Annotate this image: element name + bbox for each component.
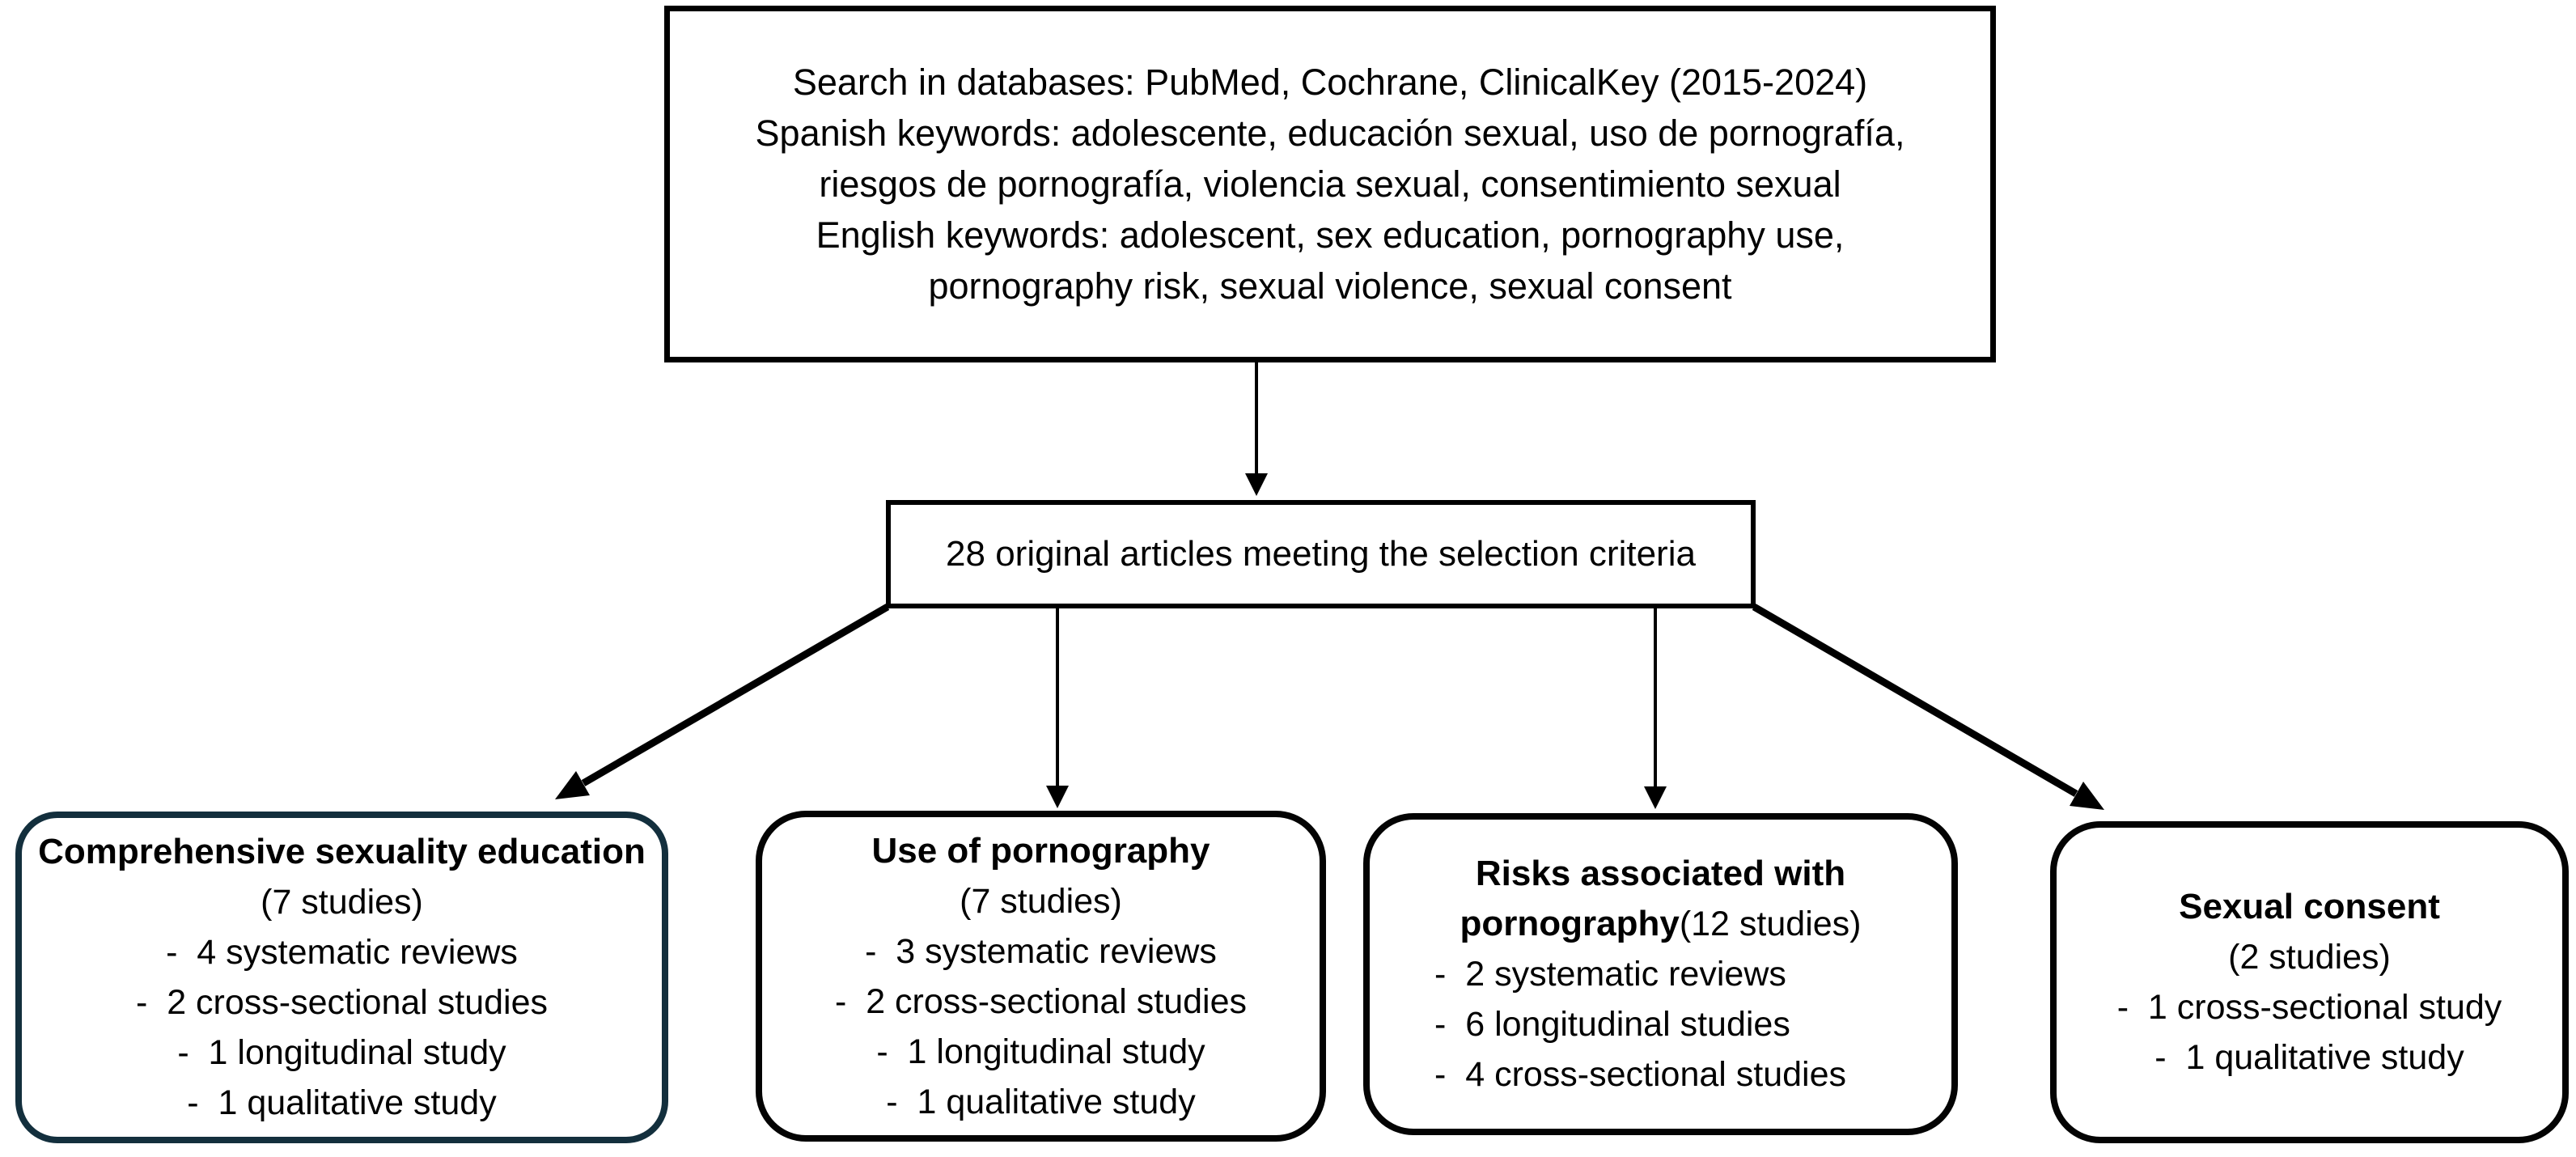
category-title: Comprehensive sexuality education bbox=[38, 832, 646, 871]
category-box-risks-associated-with-pornography: Risks associated with pornography(12 stud… bbox=[1363, 813, 1958, 1135]
category-item: - 1 qualitative study bbox=[187, 1083, 497, 1122]
category-item: - 2 cross-sectional studies bbox=[834, 981, 1248, 1021]
category-heading-line: Use of pornography bbox=[871, 826, 1210, 876]
selection-box: 28 original articles meeting the selecti… bbox=[886, 500, 1756, 608]
search-box-line: pornography risk, sexual violence, sexua… bbox=[928, 265, 1732, 307]
search-box-line: Search in databases: PubMed, Cochrane, C… bbox=[792, 61, 1868, 103]
arrow-search-to-selection bbox=[1245, 359, 1268, 496]
search-box: Search in databases: PubMed, Cochrane, C… bbox=[664, 6, 1996, 362]
category-heading-line: Comprehensive sexuality education bbox=[38, 827, 646, 877]
category-title: Use of pornography bbox=[871, 830, 1210, 871]
category-title: Sexual consent bbox=[2179, 887, 2440, 926]
category-item: - 3 systematic reviews bbox=[865, 931, 1217, 971]
category-box-sexual-consent: Sexual consent (2 studies) - 1 cross-secti… bbox=[2050, 821, 2569, 1143]
category-item: - 4 systematic reviews bbox=[166, 933, 518, 972]
category-item: - 1 qualitative study bbox=[886, 1082, 1196, 1121]
category-count: (7 studies) bbox=[261, 883, 423, 922]
arrow-selection-to-consent bbox=[1752, 604, 2104, 810]
category-item: - 1 longitudinal study bbox=[177, 1033, 506, 1072]
arrow-selection-to-risks bbox=[1644, 608, 1667, 809]
category-item: - 1 qualitative study bbox=[2154, 1038, 2464, 1077]
category-item: - 2 systematic reviews bbox=[1434, 955, 1786, 994]
search-box-line: English keywords: adolescent, sex educat… bbox=[816, 214, 1845, 256]
category-heading-line: Risks associated with bbox=[1476, 849, 1845, 899]
category-heading-line: (2 studies) bbox=[2228, 932, 2391, 982]
category-item: - 1 cross-sectional study bbox=[2116, 988, 2502, 1027]
arrow-selection-to-use bbox=[1046, 608, 1069, 808]
category-heading-line: (7 studies) bbox=[261, 877, 423, 927]
category-count: (2 studies) bbox=[2228, 938, 2391, 977]
category-item: - 1 longitudinal study bbox=[876, 1032, 1205, 1071]
category-heading-line: pornography(12 studies) bbox=[1460, 899, 1862, 949]
category-item: - 6 longitudinal studies bbox=[1434, 1005, 1790, 1044]
category-item: - 4 cross-sectional studies bbox=[1434, 1055, 1847, 1094]
category-item: - 2 cross-sectional studies bbox=[135, 983, 549, 1022]
category-heading-line: (7 studies) bbox=[960, 876, 1122, 926]
category-title: Risks associated with bbox=[1475, 854, 1846, 893]
category-count: (12 studies) bbox=[1679, 905, 1862, 943]
search-box-line: riesgos de pornografía, violencia sexual… bbox=[819, 163, 1841, 205]
category-title: pornography bbox=[1460, 904, 1680, 943]
arrow-selection-to-comprehensive bbox=[555, 604, 890, 799]
category-box-use-of-pornography: Use of pornography (7 studies) - 3 systema… bbox=[756, 811, 1326, 1142]
selection-box-text: 28 original articles meeting the selecti… bbox=[946, 534, 1696, 574]
search-box-line: Spanish keywords: adolescente, educación… bbox=[755, 112, 1905, 154]
category-box-comprehensive-sexuality-education: Comprehensive sexuality education (7 stud… bbox=[15, 812, 668, 1143]
category-heading-line: Sexual consent bbox=[2179, 882, 2440, 932]
category-count: (7 studies) bbox=[960, 881, 1122, 921]
